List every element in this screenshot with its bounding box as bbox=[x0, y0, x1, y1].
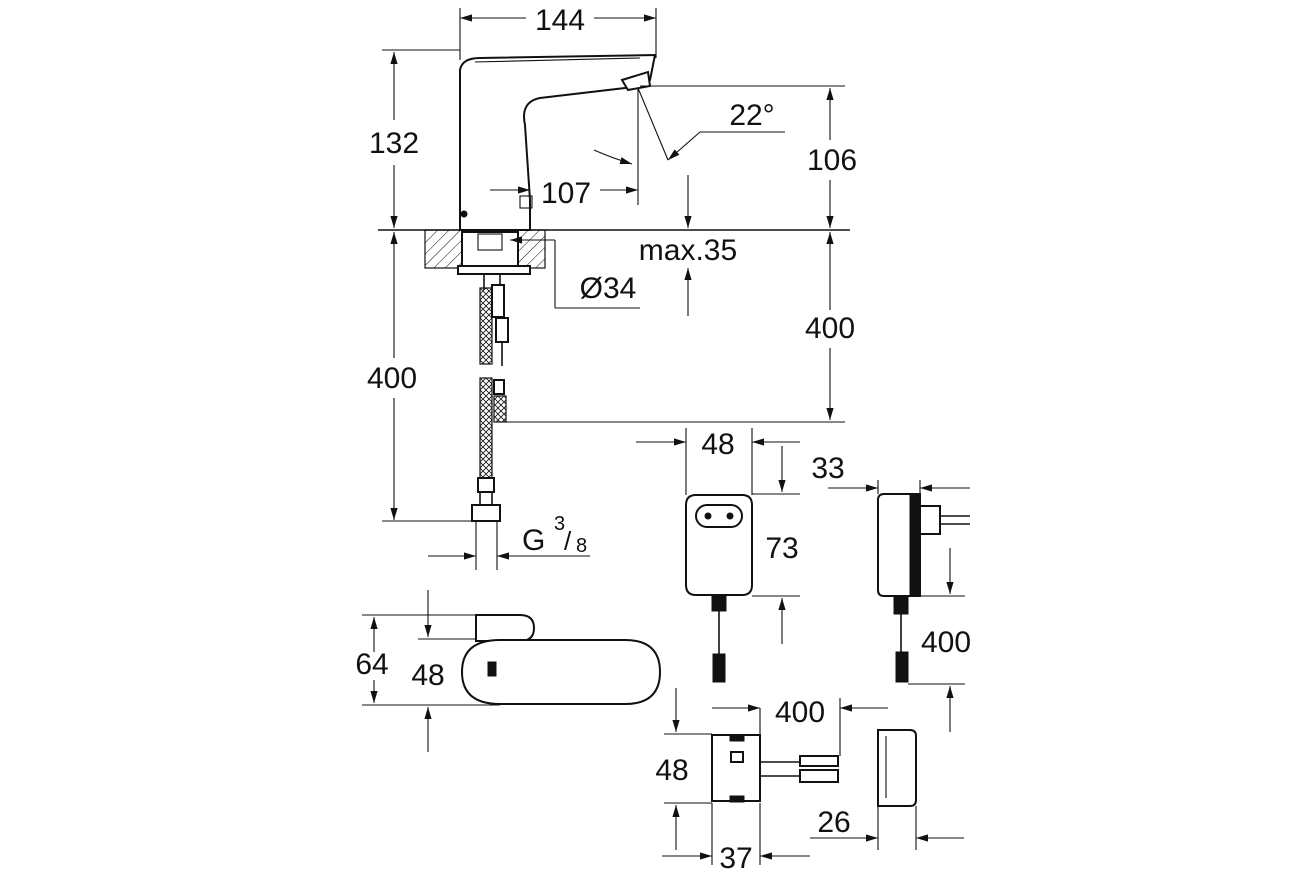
dim-box-width: 37 bbox=[719, 842, 752, 874]
dim-spout-top-height: 64 bbox=[355, 648, 388, 681]
spout-top-view bbox=[362, 590, 662, 752]
dim-max-thickness: max.35 bbox=[639, 234, 737, 267]
power-adapter-front bbox=[636, 428, 800, 683]
dim-sensor-angle: 22° bbox=[729, 99, 774, 132]
dim-spout-width: 48 bbox=[411, 659, 444, 692]
dim-adapter-width: 48 bbox=[701, 428, 734, 461]
thread-numerator: 3 bbox=[554, 513, 565, 535]
dim-hose-length-right: 400 bbox=[805, 312, 855, 345]
dim-adapter-depth: 33 bbox=[811, 452, 844, 485]
faucet-dimension-lines bbox=[382, 8, 845, 570]
dim-hose-length-left: 400 bbox=[367, 362, 417, 395]
power-adapter-side bbox=[828, 480, 970, 732]
dim-hole-diameter: Ø34 bbox=[580, 272, 637, 305]
thread-letter: G bbox=[522, 524, 545, 557]
dim-box-cable: 400 bbox=[775, 696, 825, 729]
dim-outlet-height: 106 bbox=[807, 144, 857, 177]
dim-connection-thread: G 3 / 8 bbox=[522, 513, 587, 557]
box-cover bbox=[810, 729, 964, 850]
thread-slash: / bbox=[564, 526, 572, 556]
dim-cover-depth: 26 bbox=[817, 806, 850, 839]
thread-denominator: 8 bbox=[576, 535, 587, 557]
supply-hoses bbox=[471, 284, 509, 522]
dim-adapter-height: 73 bbox=[765, 532, 798, 565]
dim-adapter-cable: 400 bbox=[921, 626, 971, 659]
dim-height: 132 bbox=[369, 127, 419, 160]
control-box bbox=[662, 688, 888, 865]
dim-sensor-distance: 107 bbox=[541, 177, 591, 210]
dim-spout-reach: 144 bbox=[535, 4, 585, 37]
dim-box-height: 48 bbox=[655, 754, 688, 787]
